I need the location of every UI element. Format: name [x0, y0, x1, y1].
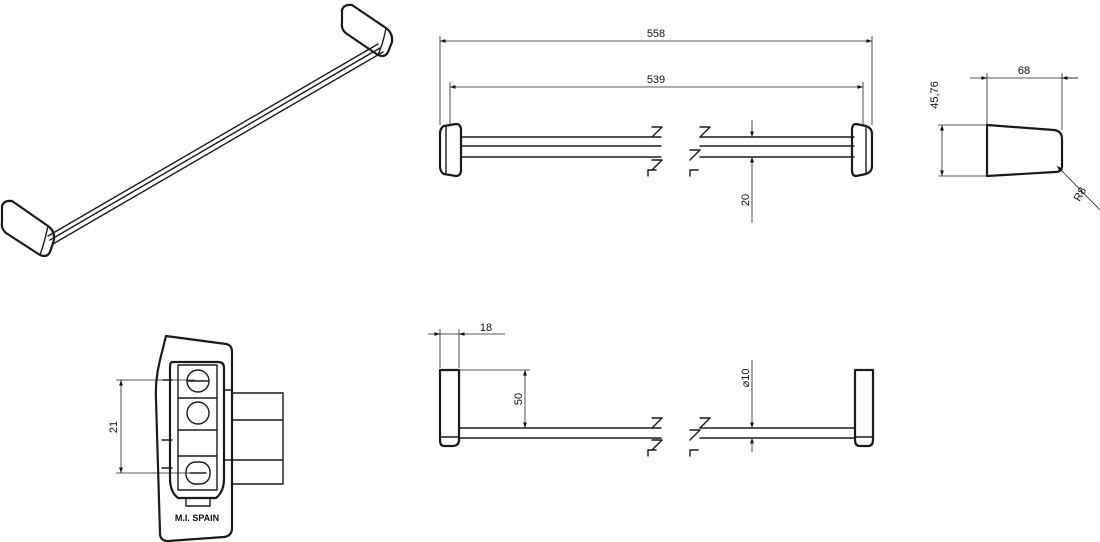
- top-view: 18 50 ⌀10: [428, 322, 875, 457]
- detail-inner-frame: [177, 364, 218, 491]
- dim-68-label: 68: [1018, 65, 1030, 77]
- dim-20: 20: [740, 120, 754, 223]
- iso-rod: [47, 43, 384, 245]
- dim-45-76-label: 45,76: [929, 81, 941, 109]
- front-right-cap: [850, 122, 874, 178]
- dim-diameter-10: ⌀10: [740, 360, 754, 452]
- dim-21: 21: [108, 379, 195, 474]
- detail-stamp: M.I. SPAIN: [175, 513, 219, 523]
- detail-rod-stub: [231, 392, 284, 485]
- isometric-towel-bar: [0, 3, 394, 258]
- front-view: 558 539 20: [438, 28, 874, 223]
- detail-hole-top: [186, 369, 210, 393]
- dim-21-label: 21: [108, 421, 120, 433]
- dim-18-label: 18: [480, 322, 492, 334]
- side-bracket-shape: [985, 123, 1064, 178]
- dim-18: 18: [428, 322, 505, 368]
- front-break-marks: [647, 126, 711, 177]
- iso-right-bracket: [340, 3, 394, 58]
- dim-558-label: 558: [647, 28, 665, 40]
- dim-539-label: 539: [647, 74, 665, 86]
- dim-50: 50: [459, 369, 530, 428]
- detail-inner-plate: [168, 360, 226, 500]
- bracket-back-detail: M.I. SPAIN 21: [108, 334, 284, 542]
- front-rod: [460, 136, 855, 158]
- top-break-marks: [647, 417, 711, 457]
- dim-diameter-10-label: ⌀10: [740, 369, 752, 388]
- dim-20-label: 20: [740, 194, 752, 206]
- detail-hole-middle: [186, 401, 210, 425]
- detail-clip: [185, 497, 211, 507]
- dim-558: 558: [439, 28, 873, 125]
- detail-outer-body: [154, 334, 234, 542]
- side-bracket-view: 68 45,76 R8: [929, 65, 1100, 211]
- dim-r8-label: R8: [1072, 185, 1089, 203]
- iso-left-bracket: [0, 199, 56, 258]
- front-left-cap: [438, 122, 463, 178]
- top-rod: [458, 427, 856, 439]
- top-right-bracket: [853, 368, 875, 448]
- dim-45-76: 45,76: [929, 81, 987, 177]
- dim-r8: R8: [1056, 165, 1100, 211]
- dim-68: 68: [970, 65, 1078, 130]
- dim-539: 539: [449, 74, 864, 125]
- top-left-bracket: [438, 368, 461, 448]
- dim-50-label: 50: [513, 393, 525, 405]
